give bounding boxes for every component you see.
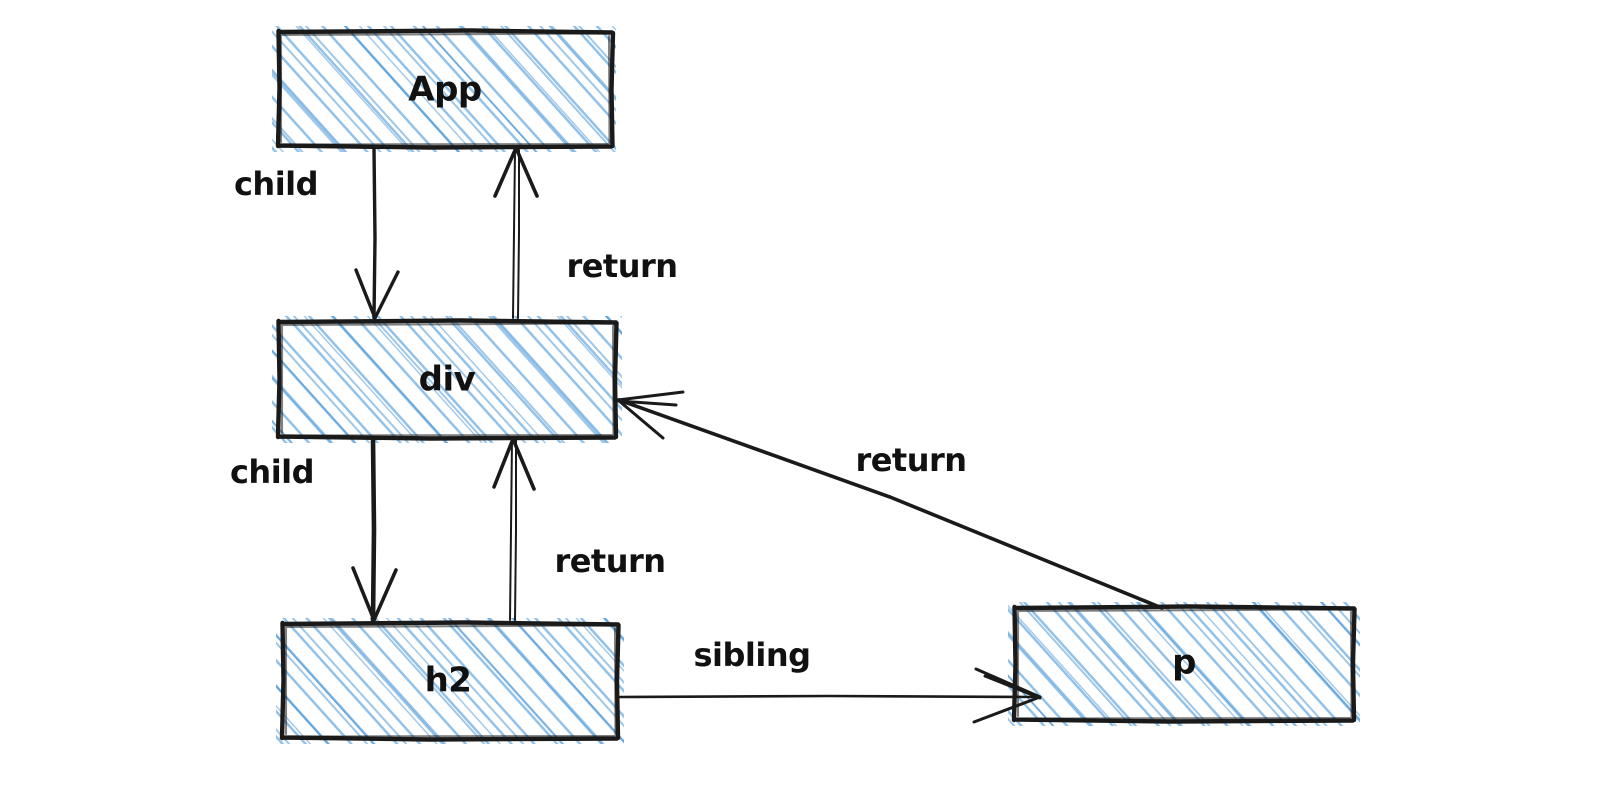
edge-app-div-child-arrowhead (354, 268, 400, 320)
node-h2-hatch (276, 618, 624, 744)
edge-div-app-return-shaft-a (512, 149, 516, 319)
edge-app-div-child[interactable]: child (234, 146, 400, 320)
edge-h2-div-return[interactable]: return (492, 437, 666, 621)
edge-h2-p-sibling-arrowhead (972, 667, 1042, 724)
edge-h2-div-return-arrowhead (492, 437, 536, 491)
edge-p-div-return-arrowhead (616, 390, 685, 440)
edge-div-h2-child-label: child (230, 453, 314, 491)
node-p[interactable]: p (1008, 602, 1360, 726)
edge-app-div-child-label: child (234, 165, 318, 203)
node-app-border-overstroke (279, 32, 612, 146)
node-app-border (275, 28, 616, 150)
edge-p-div-return[interactable]: return (616, 390, 1164, 610)
node-div-hatch (272, 316, 622, 443)
node-h2-border (279, 620, 621, 742)
edge-h2-p-sibling-shaft (618, 694, 1042, 699)
edge-h2-div-return-label: return (554, 542, 665, 580)
node-p-label: p (1172, 643, 1196, 683)
edge-div-app-return[interactable]: return (493, 146, 678, 319)
edge-div-h2-child[interactable]: child (230, 436, 398, 623)
node-div-label: div (419, 360, 476, 400)
edge-div-app-return-arrowhead (493, 146, 539, 198)
edge-app-div-child-shaft (372, 146, 377, 320)
edge-div-app-return-shaft-b (517, 149, 520, 319)
edge-div-app-return-label: return (566, 247, 677, 285)
node-p-border (1011, 604, 1357, 724)
edge-p-div-return-shaft (617, 398, 1164, 610)
edge-div-h2-child-arrowhead (351, 566, 398, 622)
node-h2-border-overstroke (284, 624, 617, 738)
node-div-border-overstroke (280, 322, 615, 437)
node-h2-label: h2 (425, 661, 472, 701)
node-app-hatch (272, 26, 616, 152)
edge-div-h2-child-shaft (370, 436, 377, 623)
node-div[interactable]: div (272, 316, 622, 443)
edge-h2-p-sibling[interactable]: sibling (618, 636, 1042, 724)
node-p-border-overstroke (1016, 608, 1353, 720)
node-h2[interactable]: h2 (276, 618, 624, 744)
edge-h2-div-return-shaft-a (509, 439, 513, 621)
node-app-label: App (408, 70, 482, 110)
node-div-border (275, 318, 619, 441)
edge-h2-p-sibling-label: sibling (693, 636, 810, 674)
node-app[interactable]: App (272, 26, 616, 152)
edge-p-div-return-label: return (855, 441, 966, 479)
node-p-hatch (1008, 602, 1360, 726)
edge-h2-div-return-shaft-b (514, 439, 517, 621)
